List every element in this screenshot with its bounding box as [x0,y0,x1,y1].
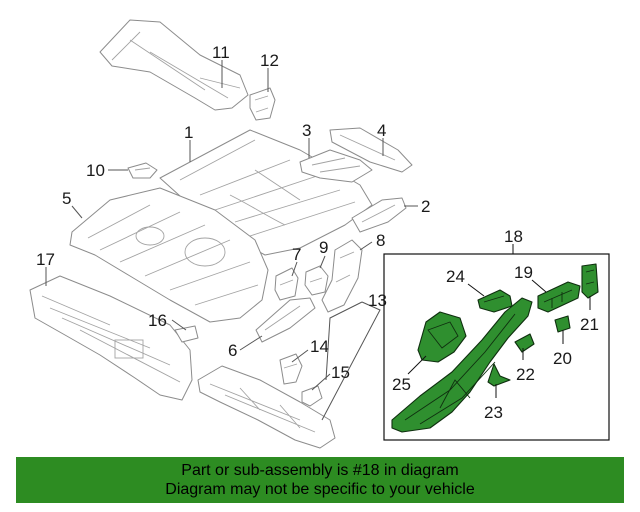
callout-24[interactable]: 24 [446,267,465,286]
callout-15[interactable]: 15 [331,363,350,382]
part-6-brace[interactable] [255,297,316,343]
callout-1[interactable]: 1 [184,123,193,142]
callout-12[interactable]: 12 [260,51,279,70]
callout-8[interactable]: 8 [376,231,385,250]
part-15-bracket[interactable] [301,385,323,407]
callout-7[interactable]: 7 [292,245,301,264]
part-20-clip[interactable] [554,315,571,333]
callout-20[interactable]: 20 [553,349,572,368]
part-16-plate[interactable] [174,325,199,343]
leader-lines [45,60,418,421]
callout-18[interactable]: 18 [504,227,523,246]
callout-22[interactable]: 22 [516,365,535,384]
callout-25[interactable]: 25 [392,375,411,394]
part-14-bracket[interactable] [279,353,303,385]
callout-5[interactable]: 5 [62,189,71,208]
part-21-plate[interactable] [581,263,599,299]
part-9-bracket[interactable] [304,265,329,296]
banner-line-1: Part or sub-assembly is #18 in diagram [181,462,459,479]
part-19-member[interactable] [537,281,581,313]
callout-19[interactable]: 19 [514,263,533,282]
part-17-rear-panel[interactable] [29,275,193,401]
info-banner: Part or sub-assembly is #18 in diagram D… [16,457,624,503]
part-18-main-rail[interactable] [391,297,533,433]
callout-23[interactable]: 23 [484,403,503,422]
callout-3[interactable]: 3 [302,121,311,140]
part-22-clip[interactable] [514,333,535,353]
callout-labels: 11 12 1 3 4 10 2 5 8 9 7 17 16 6 13 14 1… [36,43,599,422]
part-2-bracket[interactable] [351,197,407,233]
part-24-bracket[interactable] [477,289,513,313]
callout-14[interactable]: 14 [310,337,329,356]
part-3-bracket[interactable] [299,149,373,183]
part-13-rear-cross-panel[interactable] [197,365,336,449]
callout-16[interactable]: 16 [148,311,167,330]
part-23-bracket[interactable] [487,363,511,387]
callout-6[interactable]: 6 [228,341,237,360]
part-25-cup[interactable] [417,311,467,363]
part-4-rail[interactable] [329,127,413,173]
callout-21[interactable]: 21 [580,315,599,334]
part-7-bracket[interactable] [274,267,299,301]
callout-17[interactable]: 17 [36,250,55,269]
callout-13[interactable]: 13 [368,291,387,310]
leader-lines-assembly [407,279,591,398]
callout-9[interactable]: 9 [319,238,328,257]
banner-line-2: Diagram may not be specific to your vehi… [165,481,475,498]
part-11-cross-member[interactable] [99,19,249,111]
callout-4[interactable]: 4 [377,121,386,140]
part-8-bracket[interactable] [321,239,363,313]
part-5-rear-floor[interactable] [69,187,269,323]
callout-2[interactable]: 2 [421,197,430,216]
part-12-bracket[interactable] [249,87,276,121]
callout-11[interactable]: 11 [212,43,230,62]
callout-10[interactable]: 10 [86,161,105,180]
part-10-plate[interactable] [127,162,158,179]
